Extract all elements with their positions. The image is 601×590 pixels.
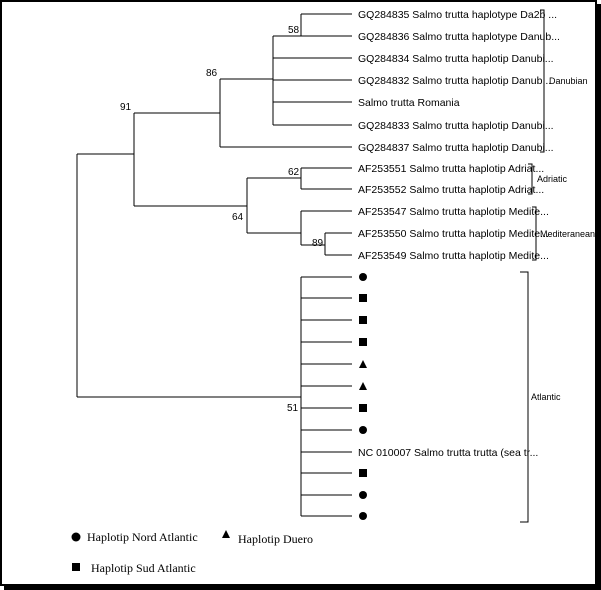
taxon-label: GQ284832 Salmo trutta haplotip Danub... (358, 75, 551, 87)
square-icon (72, 563, 80, 571)
square-marker (359, 316, 367, 324)
danubian-bracket (540, 9, 545, 153)
group-label-atlantic: Atlantic (531, 392, 561, 402)
legend-label-nord-atlantic: Haplotip Nord Atlantic (87, 530, 198, 544)
taxon-label: AF253547 Salmo trutta haplotip Medite... (358, 206, 549, 218)
taxon-label: GQ284835 Salmo trutta haplotype Da2b ... (358, 9, 557, 21)
support-value-58: 58 (288, 25, 300, 36)
taxon-label: AF253551 Salmo trutta haplotip Adriat... (358, 163, 544, 175)
mediteranean-bracket (532, 206, 537, 261)
circle-marker (359, 426, 367, 434)
taxon-label: Salmo trutta Romania (358, 97, 460, 109)
adriatic-bracket (528, 163, 533, 195)
group-label-adriatic: Adriatic (537, 174, 568, 184)
support-value-86: 86 (206, 68, 218, 79)
legend-label-sud-atlantic: Haplotip Sud Atlantic (91, 561, 196, 575)
triangle-icon (222, 530, 230, 538)
group-labels: Danubian Adriatic Mediteranean Atlantic (531, 76, 595, 402)
atlantic-branches (301, 276, 352, 517)
support-value-51: 51 (287, 403, 299, 414)
support-value-64: 64 (232, 212, 244, 223)
support-values: 58 86 91 62 64 89 51 (120, 25, 324, 414)
triangle-marker (359, 382, 367, 390)
support-value-91: 91 (120, 102, 132, 113)
atlantic-markers (359, 273, 367, 520)
circle-marker (359, 273, 367, 281)
taxon-label: GQ284833 Salmo trutta haplotip Danubi... (358, 120, 554, 132)
group-label-danubian: Danubian (549, 76, 588, 86)
legend-label-duero: Haplotip Duero (238, 532, 313, 546)
frame-shadow-bottom (4, 586, 601, 590)
atlantic-bracket (520, 271, 529, 523)
square-marker (359, 469, 367, 477)
frame-shadow-right (597, 4, 601, 590)
support-value-89: 89 (312, 238, 324, 249)
circle-marker (359, 512, 367, 520)
triangle-marker (359, 360, 367, 368)
taxon-label: GQ284837 Salmo trutta haplotip Danubi... (358, 142, 554, 154)
square-marker (359, 338, 367, 346)
support-value-62: 62 (288, 167, 300, 178)
taxon-label: GQ284834 Salmo trutta haplotip Danubi... (358, 53, 554, 65)
taxon-label: AF253550 Salmo trutta haplotip Medite... (358, 228, 549, 240)
tree-branches (76, 13, 352, 516)
taxon-label: AF253549 Salmo trutta haplotip Medite... (358, 250, 549, 262)
circle-icon (71, 532, 81, 542)
group-label-mediteranean: Mediteranean (540, 229, 595, 239)
circle-marker (359, 491, 367, 499)
taxon-label: GQ284836 Salmo trutta haplotype Danub... (358, 31, 560, 43)
group-brackets (520, 9, 545, 523)
square-marker (359, 294, 367, 302)
square-marker (359, 404, 367, 412)
legend: Haplotip Nord Atlantic Haplotip Duero Ha… (71, 530, 313, 575)
taxon-labels: GQ284835 Salmo trutta haplotype Da2b ...… (358, 9, 560, 459)
taxon-label: NC 010007 Salmo trutta trutta (sea tr... (358, 447, 538, 459)
taxon-label: AF253552 Salmo trutta haplotip Adriat... (358, 184, 544, 196)
